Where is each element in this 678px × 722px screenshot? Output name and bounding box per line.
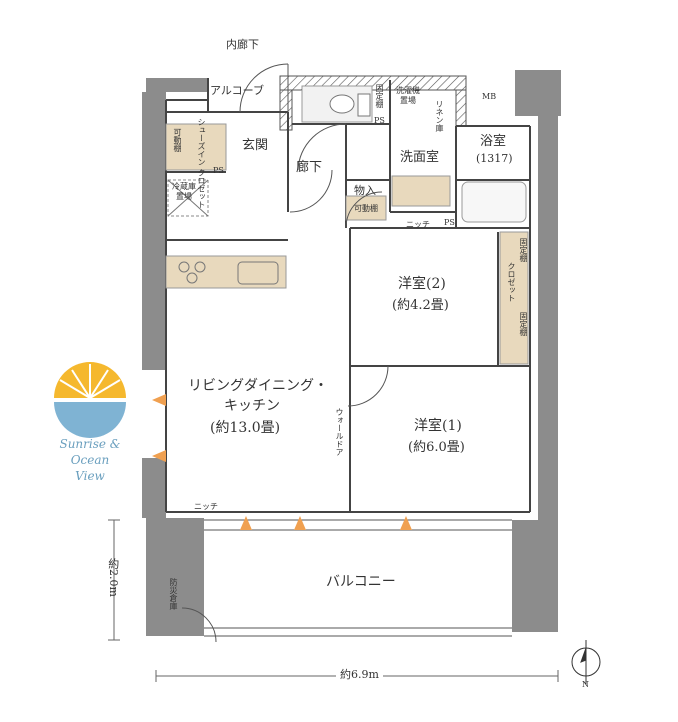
structural-walls xyxy=(142,70,561,636)
window-arrows xyxy=(152,394,412,530)
label-western-room-1-size: (約6.0畳) xyxy=(408,440,465,455)
label-corridor: 廊下 xyxy=(296,160,323,175)
label-western-room-1: 洋室(1) xyxy=(414,418,462,434)
compass-north-label: N xyxy=(582,680,589,689)
label-balcony: バルコニー xyxy=(326,574,396,590)
label-movable-shelf-storage: 可動棚 xyxy=(354,204,378,213)
label-ps-toilet: PS xyxy=(374,116,385,125)
label-washer: 洗濯機 置場 xyxy=(396,86,420,105)
label-washroom: 洗面室 xyxy=(400,150,440,165)
toilet xyxy=(329,93,371,117)
hatched-wall-2 xyxy=(279,89,293,131)
label-inner-corridor: 内廊下 xyxy=(226,38,259,51)
interior-walls xyxy=(165,78,531,513)
label-western-room-2: 洋室(2) xyxy=(398,276,446,292)
label-ldk-line1: リビングダイニング・ xyxy=(188,378,328,394)
label-mb: MB xyxy=(482,92,497,101)
logo-line-1: Sunrise & xyxy=(59,437,121,451)
label-fixed-shelf-closet-bottom: 固定棚 xyxy=(519,312,528,336)
label-linen: リネン庫 xyxy=(435,100,444,132)
label-shoes-in-closet: シューズイン クロゼット xyxy=(197,118,206,209)
label-fixed-shelf-closet-top: 固定棚 xyxy=(519,238,528,262)
dimension-width: 約6.9m xyxy=(336,668,383,682)
label-alcove: アルコーブ xyxy=(210,84,265,97)
label-bathroom: 浴室 xyxy=(480,134,507,149)
label-movable-shelf-entrance: 可動棚 xyxy=(173,128,182,152)
kitchen-fixtures xyxy=(167,179,279,285)
label-western-room-2-size: (約4.2畳) xyxy=(392,298,449,313)
label-ldk-line2: キッチン xyxy=(224,398,280,414)
label-niche-ldk: ニッチ xyxy=(194,502,218,511)
compass-icon xyxy=(571,640,601,684)
label-ps-washroom: PS xyxy=(444,218,455,227)
label-fridge: 冷蔵庫 置場 xyxy=(172,182,196,201)
label-storage: 物入 xyxy=(354,184,376,197)
label-wall-door: ウォールドア xyxy=(335,408,344,456)
hatched-wall-3 xyxy=(455,89,467,127)
balcony-window xyxy=(204,519,512,637)
sunrise-logo-icon xyxy=(54,362,126,438)
dimension-depth: 約2.0m xyxy=(106,558,120,597)
logo-text: Sunrise & Ocean View xyxy=(52,436,128,485)
label-niche-washroom: ニッチ xyxy=(406,220,430,229)
label-ldk-size: (約13.0畳) xyxy=(210,420,281,436)
label-bath-size: (1317) xyxy=(476,152,513,165)
label-closet: クロゼット xyxy=(507,262,516,302)
label-entrance: 玄関 xyxy=(242,138,269,153)
label-disaster-store: 防災倉庫 xyxy=(169,578,178,610)
logo-line-3: View xyxy=(75,469,105,484)
label-fixed-shelf-toilet: 固定棚 xyxy=(375,84,384,108)
label-ps-entrance: PS xyxy=(213,166,224,175)
logo-line-2: Ocean xyxy=(70,453,110,468)
